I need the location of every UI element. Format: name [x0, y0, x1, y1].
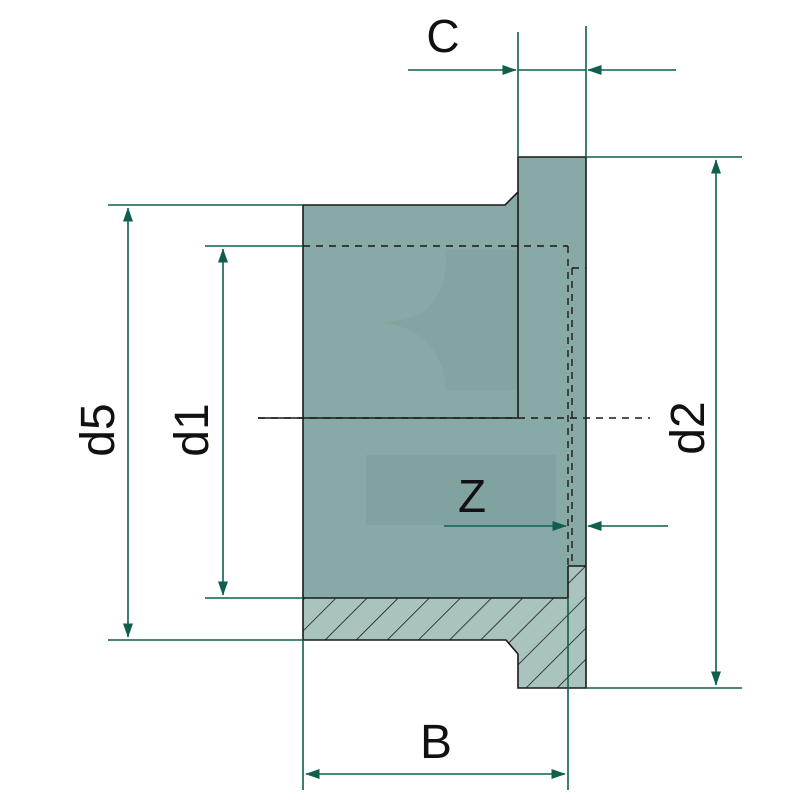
dimension-lines — [108, 26, 742, 790]
dimension-labels: C d5 d1 d2 Z B — [72, 10, 715, 769]
label-c: C — [426, 10, 459, 62]
label-z: Z — [458, 470, 486, 522]
hidden-lines — [258, 245, 650, 566]
label-d1: d1 — [166, 403, 219, 456]
hatched-wall-section — [303, 566, 586, 688]
body-shade-band — [366, 455, 556, 525]
body-shade-upper — [312, 250, 518, 390]
label-d2: d2 — [662, 401, 715, 454]
label-d5: d5 — [72, 403, 125, 456]
fitting-body — [303, 157, 586, 598]
label-b: B — [420, 716, 452, 769]
